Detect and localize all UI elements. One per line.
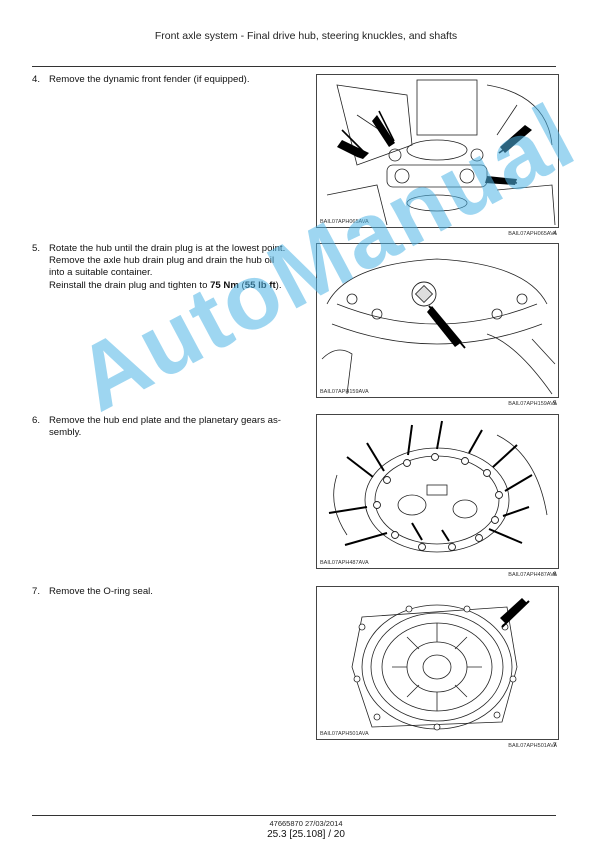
step-number: 4. [32, 74, 41, 85]
footer-page-number: 25.3 [25.108] / 20 [267, 829, 345, 840]
figure-number: 4 [553, 230, 557, 237]
figure-caption: BAIL07APH501AVA [508, 743, 557, 749]
torque-lbft: 55 lb ft [244, 279, 276, 291]
footer-document-code: 47665870 27/03/2014 [269, 819, 343, 828]
step-number: 5. [32, 243, 41, 254]
page-header-title: Front axle system - Final drive hub, ste… [154, 30, 458, 42]
figure-number: 6 [553, 571, 557, 578]
figure-caption: BAIL07APH065AVA [508, 231, 557, 237]
figure-number: 5 [553, 400, 557, 407]
header-rule [32, 66, 556, 67]
torque-mid: ( [238, 279, 245, 291]
step-text-line: sembly. [49, 427, 82, 439]
figure-number: 7 [553, 742, 557, 749]
step-text-line: Remove the axle hub drain plug and drain… [49, 255, 275, 267]
figure-drain-plug: BAIL07APH159AVA [316, 243, 559, 398]
step-number: 7. [32, 586, 41, 597]
footer-rule [32, 815, 556, 816]
figure-inner-label: BAIL07APH487AVA [320, 560, 369, 566]
torque-suffix: ). [275, 279, 282, 291]
figure-caption: BAIL07APH159AVA [508, 401, 557, 407]
torque-line: Reinstall the drain plug and tighten to … [49, 280, 294, 292]
figure-fender: BAIL07APH065AVA [316, 74, 559, 228]
step-text-line: Remove the dynamic front fender (if equi… [49, 74, 250, 85]
torque-nm: 75 Nm [210, 279, 239, 291]
step-4: 4. Remove the dynamic front fender (if e… [32, 74, 294, 86]
figure-end-plate: BAIL07APH487AVA [316, 414, 559, 569]
torque-prefix: Reinstall the drain plug and tighten to [49, 279, 211, 291]
figure-inner-label: BAIL07APH065AVA [320, 219, 369, 225]
figure-o-ring: BAIL07APH501AVA [316, 586, 559, 740]
figure-inner-label: BAIL07APH501AVA [320, 731, 369, 737]
figure-caption: BAIL07APH487AVA [508, 572, 557, 578]
step-number: 6. [32, 415, 41, 426]
step-text-line: Rotate the hub until the drain plug is a… [49, 243, 286, 254]
step-text-line: Remove the O-ring seal. [49, 586, 153, 597]
step-text-line: Remove the hub end plate and the planeta… [49, 415, 282, 426]
step-text-line: into a suitable container. [49, 267, 153, 279]
figure-inner-label: BAIL07APH159AVA [320, 389, 369, 395]
step-7: 7. Remove the O-ring seal. [32, 586, 294, 598]
step-5: 5. Rotate the hub until the drain plug i… [32, 243, 294, 292]
step-6: 6. Remove the hub end plate and the plan… [32, 415, 294, 439]
